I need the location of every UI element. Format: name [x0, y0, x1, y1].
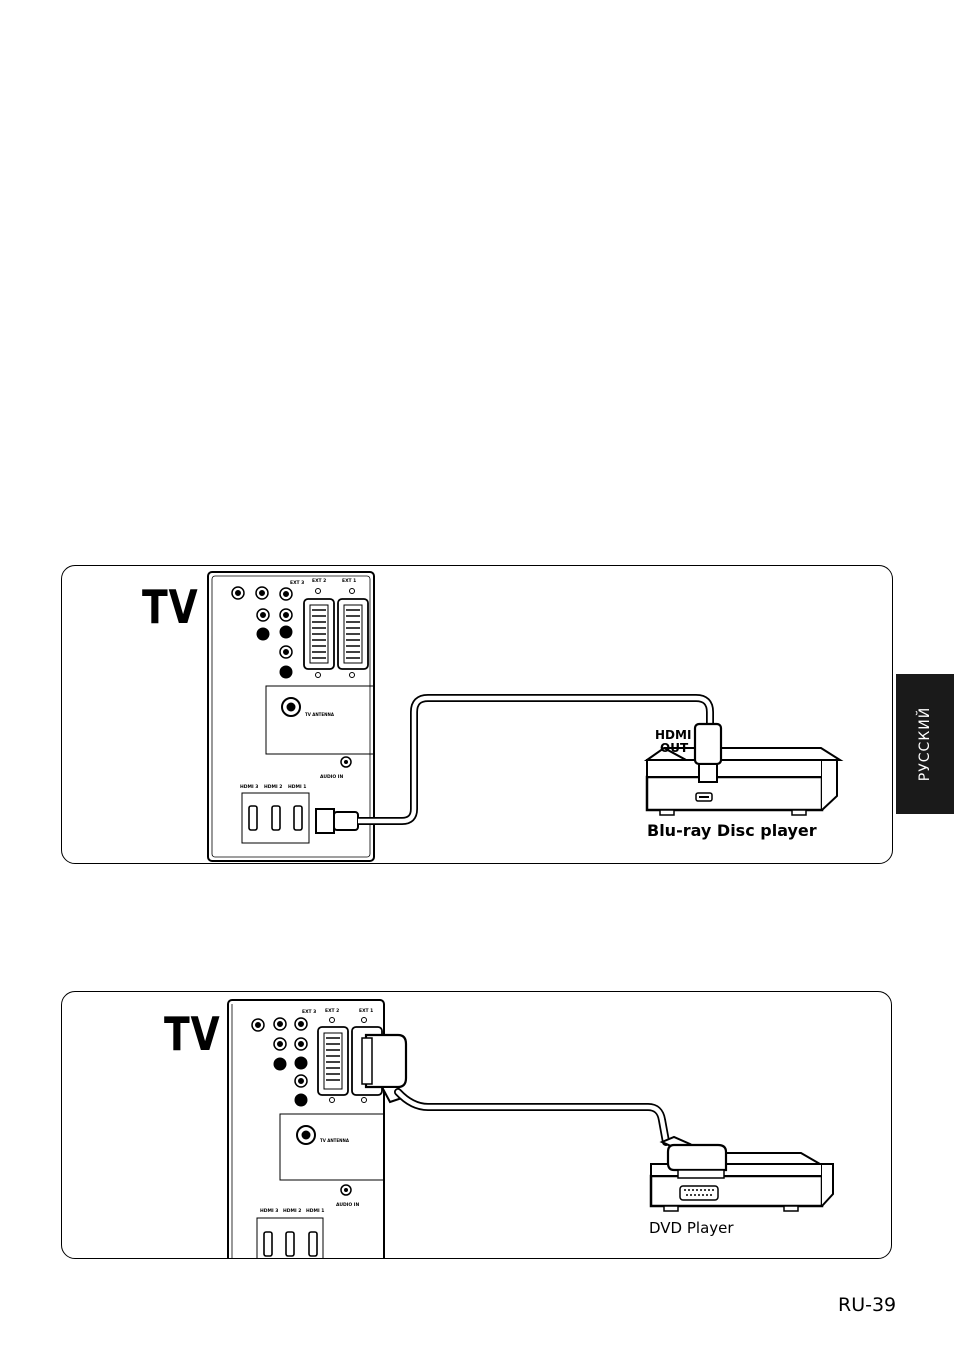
ext-2-label: EXT 2: [312, 578, 326, 584]
device-label: DVD Player: [649, 1219, 734, 1237]
page-number: RU-39: [838, 1294, 896, 1316]
hdmi-3-label: HDMI 3: [260, 1208, 278, 1214]
diagram-hdmi-connection: TV EXT 3 EXT 2 EXT 1: [61, 565, 893, 864]
tv-antenna-label: TV ANTENNA: [305, 712, 335, 717]
hdmi-1-label: HDMI 1: [306, 1208, 324, 1214]
language-tab-label: РУССКИЙ: [917, 707, 933, 781]
player-scart-port: [680, 1186, 718, 1200]
hdmi-out-label-line1: HDMI: [655, 728, 691, 742]
hdmi-2-label: HDMI 2: [264, 784, 282, 790]
hdmi-1-label: HDMI 1: [288, 784, 306, 790]
ext-1-label: EXT 1: [359, 1008, 373, 1014]
scart-cable: [398, 1092, 666, 1142]
hdmi-3-label: HDMI 3: [240, 784, 258, 790]
hdmi-2-label: HDMI 2: [283, 1208, 301, 1214]
hdmi-connection-illustration: EXT 3 EXT 2 EXT 1: [62, 566, 892, 863]
ext-2-label: EXT 2: [325, 1008, 339, 1014]
audio-in-label: AUDIO IN: [320, 774, 343, 780]
audio-in-label: AUDIO IN: [336, 1202, 359, 1208]
device-label: Blu-ray Disc player: [647, 821, 817, 840]
tv-back-panel: [228, 1000, 384, 1258]
ext-1-label: EXT 1: [342, 578, 356, 584]
diagram-scart-connection: TV EXT 3 EXT 2 EXT 1: [61, 991, 892, 1259]
hdmi-plug-tv: [316, 809, 358, 833]
language-tab: РУССКИЙ: [896, 674, 954, 814]
ext-3-label: EXT 3: [302, 1009, 316, 1015]
hdmi-out-label-line2: OUT: [660, 741, 689, 755]
tv-antenna-label: TV ANTENNA: [320, 1138, 350, 1143]
hdmi-plug-player: [695, 724, 721, 782]
scart-connection-illustration: EXT 3 EXT 2 EXT 1: [62, 992, 891, 1258]
ext-3-label: EXT 3: [290, 580, 304, 586]
bluray-player: [647, 748, 840, 815]
